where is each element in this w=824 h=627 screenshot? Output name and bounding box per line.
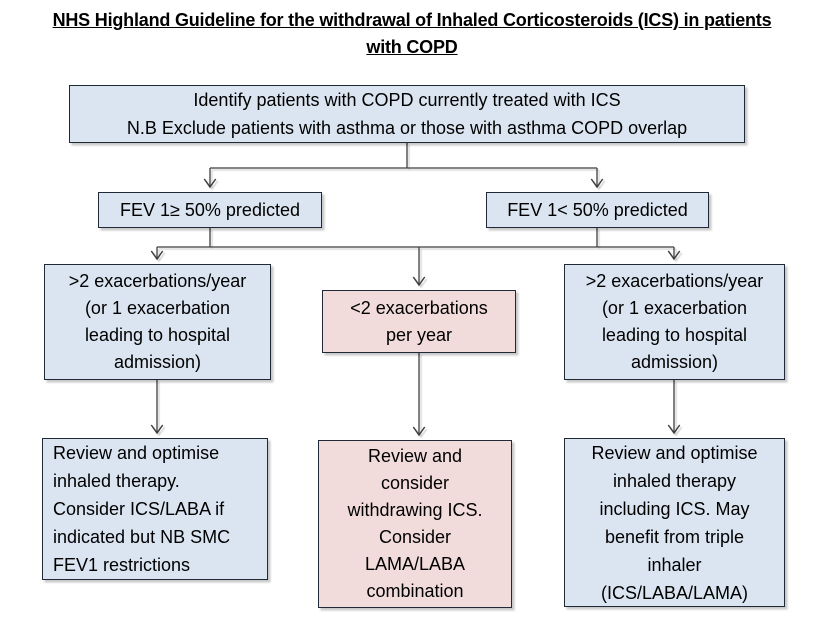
box-outcome-triple-inhaler: Review and optimise inhaled therapy incl…: [564, 438, 785, 607]
box-exacerbations-low: <2 exacerbations per year: [322, 290, 516, 353]
box-fev-ge-50: FEV 1≥ 50% predicted: [98, 192, 322, 228]
box-exacerbations-high-left: >2 exacerbations/year (or 1 exacerbation…: [44, 264, 271, 380]
box-outcome-optimise-laba: Review and optimise inhaled therapy. Con…: [42, 438, 268, 580]
box-outcome-withdraw-ics: Review and consider withdrawing ICS. Con…: [318, 440, 512, 608]
box-identify-patients: Identify patients with COPD currently tr…: [69, 85, 745, 143]
box-exacerbations-high-right: >2 exacerbations/year (or 1 exacerbation…: [564, 264, 785, 380]
page-title: NHS Highland Guideline for the withdrawa…: [52, 10, 772, 57]
box-fev-lt-50: FEV 1< 50% predicted: [486, 192, 709, 228]
